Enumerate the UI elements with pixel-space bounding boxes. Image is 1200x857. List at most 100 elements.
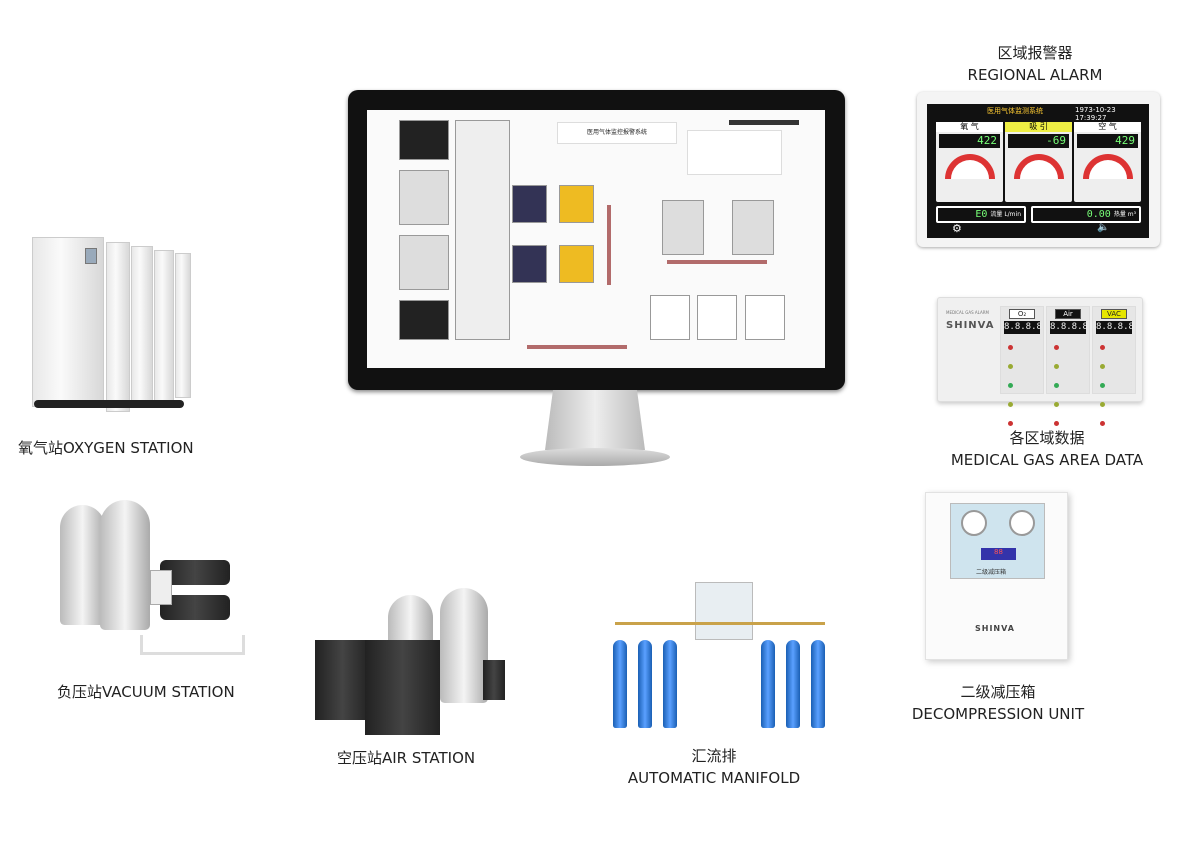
flow-label: 流量 L/min xyxy=(990,211,1021,218)
label-cn: 二级减压箱 xyxy=(960,683,1036,701)
panel-subtitle: MEDICAL GAS ALARM xyxy=(946,310,989,315)
alarm-title: 医用气体监测系统 xyxy=(987,107,1043,115)
air-dryer xyxy=(483,660,505,700)
gauge-panel xyxy=(399,235,449,290)
volume-display: 0.00 热量 m³ xyxy=(1033,208,1139,221)
air-compressor xyxy=(365,640,440,735)
pipe xyxy=(607,205,611,285)
pipe xyxy=(527,345,627,349)
vacuum-tank xyxy=(100,500,150,630)
seg-display: 8.8.8.8 xyxy=(1004,321,1042,334)
control-box xyxy=(150,570,172,605)
gas-cylinder xyxy=(638,640,652,728)
label-cn: 区域报警器 xyxy=(997,44,1073,62)
volume-value: 0.00 xyxy=(1086,209,1111,220)
label-cn: 各区域数据 xyxy=(1009,429,1085,447)
monitor-title: 医用气体监控报警系统 xyxy=(557,122,677,144)
oxygen-station-label: 氧气站OXYGEN STATION xyxy=(18,439,194,457)
area-data-label: 各区域数据 MEDICAL GAS AREA DATA xyxy=(947,427,1147,471)
dryer xyxy=(559,245,594,283)
pressure-gauge xyxy=(1009,510,1035,536)
digital-display: 88 xyxy=(981,548,1016,560)
gas-cylinder xyxy=(811,640,825,728)
pipe xyxy=(667,260,767,264)
status-column xyxy=(455,120,510,340)
manifold-label: 汇流排 AUTOMATIC MANIFOLD xyxy=(614,745,814,789)
alarm-datetime: 1973-10-23 17:39:27 xyxy=(1075,106,1116,122)
tank xyxy=(662,200,704,255)
cylinder-bank xyxy=(745,295,785,340)
gas-tag: VAC xyxy=(1101,309,1127,319)
flow-value: E0 xyxy=(975,209,988,220)
gas-cylinder xyxy=(761,640,775,728)
control-display xyxy=(85,248,97,264)
flow-display: E0 流量 L/min xyxy=(938,208,1024,221)
monitor-stand xyxy=(545,390,645,450)
gas-name: 氧 气 xyxy=(936,122,1003,132)
seg-display: 8.8.8.8 xyxy=(1096,321,1134,334)
pressure-gauge xyxy=(961,510,987,536)
gauge-panel xyxy=(399,170,449,225)
oxygen-generator xyxy=(32,237,104,407)
gas-tag: Air xyxy=(1055,309,1081,319)
label-en: DECOMPRESSION UNIT xyxy=(911,705,1085,723)
gas-value: 422 xyxy=(939,134,1000,148)
label-en: MEDICAL GAS AREA DATA xyxy=(950,451,1144,469)
manifold-controller xyxy=(695,582,753,640)
regional-alarm-screen: 医用气体监测系统 1973-10-23 17:39:27 氧 气 422 吸 引… xyxy=(927,104,1149,238)
settings-gear-icon[interactable]: ⚙ xyxy=(952,222,962,235)
gauge xyxy=(1013,154,1064,179)
decompression-label: 二级减压箱 DECOMPRESSION UNIT xyxy=(898,681,1098,725)
volume-label: 热量 m³ xyxy=(1113,211,1136,218)
cylinder-bank xyxy=(650,295,690,340)
gas-cylinder xyxy=(786,640,800,728)
gas-name: 吸 引 xyxy=(1005,122,1072,132)
gauge xyxy=(1082,154,1133,179)
oxygen-module xyxy=(131,246,153,406)
manifold-pipe xyxy=(615,622,825,625)
volume-readout: 0.00 热量 m³ xyxy=(1031,206,1141,223)
gas-card-vacuum: 吸 引 -69 xyxy=(1005,122,1072,202)
oxygen-module xyxy=(106,242,130,412)
speaker-icon[interactable]: 🔈 xyxy=(1097,222,1110,233)
gas-cylinder xyxy=(663,640,677,728)
station-base xyxy=(34,400,184,408)
cylinder-bank xyxy=(697,295,737,340)
gas-cylinder xyxy=(613,640,627,728)
air-tank xyxy=(440,588,488,703)
flow-readout: E0 流量 L/min xyxy=(936,206,1026,223)
monitor-base xyxy=(520,448,670,466)
tank xyxy=(732,200,774,255)
gas-column-air: Air 8.8.8.8 xyxy=(1046,306,1090,426)
monitoring-screen: 医用气体监控报警系统 xyxy=(367,110,825,368)
gas-tag: O₂ xyxy=(1009,309,1035,319)
compressor xyxy=(512,185,547,223)
trend-panel xyxy=(399,300,449,340)
gas-value: -69 xyxy=(1008,134,1069,148)
oxygen-module xyxy=(175,253,191,398)
trend-panel xyxy=(399,120,449,160)
decompression-window: 88 二级减压箱 xyxy=(950,503,1045,579)
oxygen-module xyxy=(154,250,174,402)
vacuum-tank xyxy=(60,505,105,625)
toolbar xyxy=(729,120,799,125)
air-compressor xyxy=(315,640,370,720)
gas-card-air: 空 气 429 xyxy=(1074,122,1141,202)
label-en: AUTOMATIC MANIFOLD xyxy=(627,769,801,787)
gas-column-o2: O₂ 8.8.8.8 xyxy=(1000,306,1044,426)
brand-logo: SHINVA xyxy=(946,320,995,331)
gauge xyxy=(944,154,995,179)
pump-frame xyxy=(140,635,245,655)
brand-logo: SHINVA xyxy=(975,624,1015,633)
label-en: REGIONAL ALARM xyxy=(967,66,1103,84)
seg-display: 8.8.8.8 xyxy=(1050,321,1088,334)
gas-column-vac: VAC 8.8.8.8 xyxy=(1092,306,1136,426)
dryer xyxy=(559,185,594,223)
regional-alarm-label: 区域报警器 REGIONAL ALARM xyxy=(935,42,1135,86)
gas-name: 空 气 xyxy=(1074,122,1141,132)
label-cn: 汇流排 xyxy=(691,747,737,765)
gas-card-oxygen: 氧 气 422 xyxy=(936,122,1003,202)
compressor xyxy=(512,245,547,283)
info-box xyxy=(687,130,782,175)
gas-value: 429 xyxy=(1077,134,1138,148)
